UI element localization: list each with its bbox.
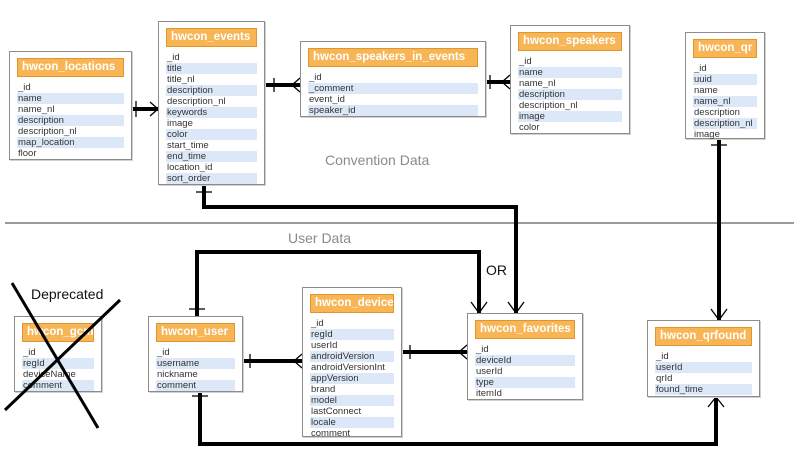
table-field: description_nl — [519, 100, 578, 111]
table-field: title_nl — [167, 74, 195, 85]
table-field: userId — [476, 366, 503, 377]
table-field: floor — [18, 148, 37, 159]
relation-user-favorites — [195, 250, 481, 316]
table-field: end_time — [166, 151, 257, 162]
relation-events-favorites — [202, 185, 518, 313]
table-field: type — [475, 377, 575, 388]
table-field: description — [518, 89, 622, 100]
table-field: _id — [157, 347, 170, 358]
table-field: _id — [694, 63, 707, 74]
table-field: deviceId — [475, 355, 575, 366]
table-field: name — [694, 85, 718, 96]
table-field: userId — [311, 340, 338, 351]
table-field: map_location — [17, 137, 124, 148]
table-field: description_nl — [167, 96, 226, 107]
table-field: start_time — [167, 140, 209, 151]
table-field: name — [17, 93, 124, 104]
table-title: hwcon_speakers_in_events — [308, 48, 478, 67]
or-label: OR — [486, 262, 507, 278]
table-field: itemId — [476, 388, 502, 399]
table-field: uuid — [693, 74, 757, 85]
table-field: keywords — [166, 107, 257, 118]
table-field: title — [166, 63, 257, 74]
table-field: name_nl — [693, 96, 757, 107]
cardinality-markers — [135, 74, 728, 408]
table-title: hwcon_qr — [693, 39, 757, 58]
table-field: _id — [311, 318, 324, 329]
table-title: hwcon_events — [166, 28, 257, 47]
table-field: userId — [655, 362, 752, 373]
table-field: location_id — [167, 162, 213, 173]
table-field: _id — [309, 72, 322, 83]
table-field: regId — [310, 329, 394, 340]
table-field: description — [166, 85, 257, 96]
table-field: color — [519, 122, 540, 133]
table-field: event_id — [309, 94, 345, 105]
table-field: _id — [476, 344, 489, 355]
table-field: lastConnect — [311, 406, 362, 417]
table-field: found_time — [655, 384, 752, 395]
table-field: regId — [22, 358, 94, 369]
table-field: username — [156, 358, 235, 369]
table-field: brand — [311, 384, 336, 395]
table-field: image — [167, 118, 193, 129]
table-field: androidVersionInt — [311, 362, 385, 373]
table-field: sort_order — [166, 173, 257, 184]
table-title: hwcon_user — [156, 323, 235, 342]
table-field: image — [518, 111, 622, 122]
table-field: name_nl — [519, 78, 556, 89]
convention-data-label: Convention Data — [325, 152, 430, 168]
table-field: androidVersion — [310, 351, 394, 362]
table-field: nickname — [157, 369, 198, 380]
table-field: _id — [167, 52, 180, 63]
table-title: hwcon_qrfound — [655, 327, 752, 346]
table-title: hwcon_favorites — [475, 320, 575, 339]
relation-user-qrfound — [198, 390, 718, 446]
table-field: deviceName — [23, 369, 76, 380]
table-field: comment — [156, 380, 235, 391]
table-field: _comment — [308, 83, 478, 94]
table-field: _id — [519, 56, 532, 67]
table-field: _id — [656, 351, 669, 362]
table-field: name — [518, 67, 622, 78]
cross-stroke-left — [10, 282, 100, 429]
table-field: _id — [23, 347, 36, 358]
table-title: hwcon_locations — [17, 58, 124, 77]
table-field: image — [694, 129, 720, 140]
table-field: model — [310, 395, 394, 406]
table-field: locale — [310, 417, 394, 428]
table-field: speaker_id — [308, 105, 478, 116]
deprecated-label: Deprecated — [31, 286, 104, 302]
table-field: comment — [311, 428, 351, 439]
cross-stroke-right — [3, 298, 122, 412]
table-field: description — [17, 115, 124, 126]
table-field: appVersion — [310, 373, 394, 384]
table-title: hwcon_device — [310, 294, 394, 313]
table-field: comment — [22, 380, 94, 391]
table-field: description_nl — [693, 118, 757, 129]
table-field: color — [166, 129, 257, 140]
user-data-label: User Data — [288, 230, 352, 246]
table-field: description — [694, 107, 740, 118]
table-field: name_nl — [18, 104, 55, 115]
table-field: qrId — [656, 373, 673, 384]
table-title: hwcon_speakers — [518, 32, 622, 51]
table-field: _id — [18, 82, 31, 93]
table-field: description_nl — [18, 126, 77, 137]
